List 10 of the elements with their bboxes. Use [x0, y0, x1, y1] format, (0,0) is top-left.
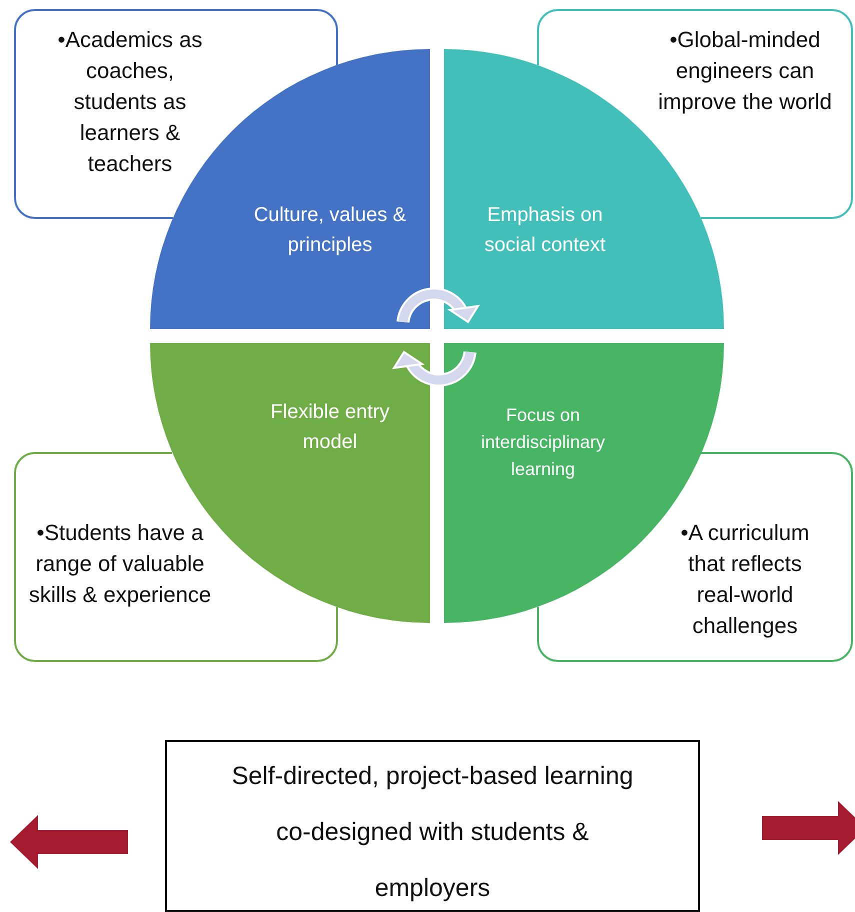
- text-box: [165, 740, 700, 912]
- bullet-text: •A curriculum that reflects real-world challenges: [665, 517, 825, 641]
- quadrant-label: Emphasis on social context: [483, 203, 607, 258]
- quadrant-label: Culture, values & principles: [252, 203, 408, 258]
- bullet-text: •Students have a range of valuable skills & experience: [25, 517, 215, 610]
- bullet-text: •Academics as coaches, students as learners & teachers: [45, 24, 215, 179]
- box-text: Self-directed, project-based learning co-designed with students & employers: [230, 761, 634, 904]
- quadrant-label: Focus on interdisciplinary learning: [480, 404, 606, 481]
- quadrant-label: Flexible entry model: [270, 400, 390, 455]
- bullet-text: •Global-minded engineers can improve the world: [657, 24, 833, 117]
